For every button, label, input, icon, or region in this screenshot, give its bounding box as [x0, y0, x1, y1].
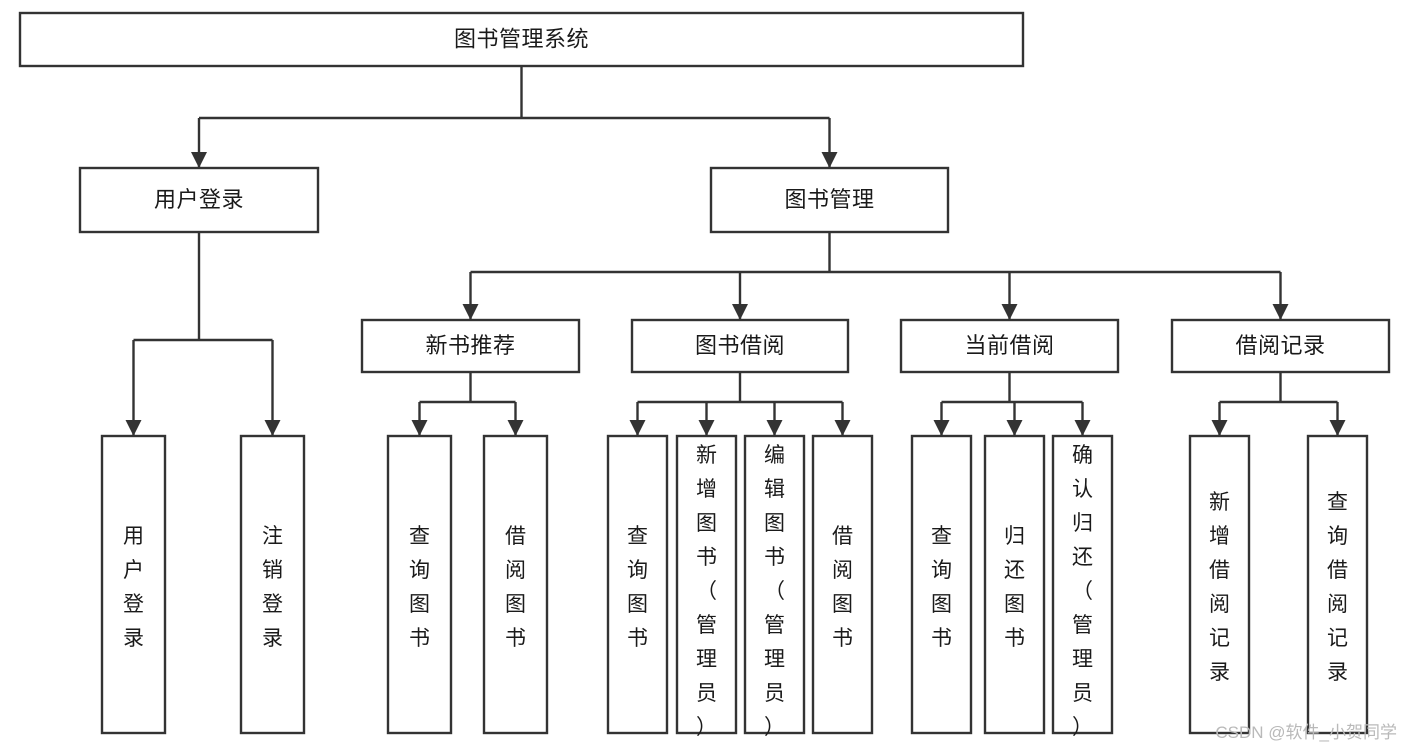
node-box: [983, 434, 1046, 735]
node-box: [100, 434, 167, 735]
arrow-head-icon: [462, 304, 479, 320]
nodes-layer: 图书管理系统用户登录图书管理新书推荐图书借阅当前借阅借阅记录用户登录注销登录查询…: [18, 11, 1391, 739]
node-leaf-add-book[interactable]: 新增图书（管理员）: [675, 434, 738, 739]
arrow-head-icon: [1006, 420, 1023, 436]
arrow-head-icon: [264, 420, 281, 436]
arrow-head-icon: [933, 420, 950, 436]
node-label: 查询图书: [409, 525, 430, 650]
node-leaf-logout[interactable]: 注销登录: [239, 434, 306, 735]
arrow-head-icon: [834, 420, 851, 436]
node-leaf-edit-book[interactable]: 编辑图书（管理员）: [743, 434, 806, 739]
arrow-head-icon: [125, 420, 142, 436]
node-label: 查询图书: [627, 525, 648, 650]
node-label: 确认归还（管理员）: [1072, 444, 1093, 739]
node-box: [239, 434, 306, 735]
node-label: 查询图书: [931, 525, 952, 650]
csdn-watermark: CSDN @软件_小贺同学: [1215, 723, 1397, 742]
node-box: [910, 434, 973, 735]
arrow-head-icon: [698, 420, 715, 436]
node-leaf-user-login[interactable]: 用户登录: [100, 434, 167, 735]
node-label: 归还图书: [1004, 525, 1025, 650]
arrow-head-icon: [732, 304, 748, 320]
arrow-head-icon: [1001, 304, 1018, 320]
node-leaf-query-book-recommend[interactable]: 查询图书: [386, 434, 453, 735]
arrow-head-icon: [629, 420, 646, 436]
node-label: 图书管理: [784, 187, 874, 212]
node-root[interactable]: 图书管理系统: [18, 11, 1025, 68]
node-leaf-borrow-book-recommend[interactable]: 借阅图书: [482, 434, 549, 735]
node-label: 借阅图书: [832, 525, 853, 650]
node-new-book-recommend[interactable]: 新书推荐: [360, 318, 581, 374]
node-label: 借阅记录: [1235, 333, 1325, 358]
node-label: 新书推荐: [425, 333, 515, 358]
arrow-head-icon: [1272, 304, 1289, 320]
node-label: 编辑图书（管理员）: [764, 444, 785, 739]
node-box: [1306, 434, 1369, 735]
node-label: 借阅图书: [505, 525, 526, 650]
arrow-head-icon: [1329, 420, 1346, 436]
arrow-head-icon: [821, 152, 838, 168]
node-leaf-query-book-current[interactable]: 查询图书: [910, 434, 973, 735]
node-leaf-return-book[interactable]: 归还图书: [983, 434, 1046, 735]
connectors-layer: [125, 66, 1346, 436]
node-label: 新增借阅记录: [1209, 491, 1230, 684]
node-box: [606, 434, 669, 735]
node-leaf-confirm-return[interactable]: 确认归还（管理员）: [1051, 434, 1114, 739]
node-box: [709, 166, 950, 234]
node-box: [18, 11, 1025, 68]
arrow-head-icon: [507, 420, 524, 436]
node-box: [811, 434, 874, 735]
node-box: [386, 434, 453, 735]
node-user-login[interactable]: 用户登录: [78, 166, 320, 234]
node-box: [1170, 318, 1391, 374]
node-label: 查询借阅记录: [1327, 491, 1348, 684]
node-box: [1188, 434, 1251, 735]
node-box: [78, 166, 320, 234]
arrow-head-icon: [766, 420, 783, 436]
node-box: [630, 318, 850, 374]
node-current-borrow[interactable]: 当前借阅: [899, 318, 1120, 374]
node-box: [360, 318, 581, 374]
node-box: [1051, 434, 1114, 735]
node-box: [899, 318, 1120, 374]
arrow-head-icon: [1211, 420, 1228, 436]
node-label: 注销登录: [262, 525, 283, 650]
node-box: [482, 434, 549, 735]
node-borrow-record[interactable]: 借阅记录: [1170, 318, 1391, 374]
node-book-borrow[interactable]: 图书借阅: [630, 318, 850, 374]
node-leaf-query-book-borrow[interactable]: 查询图书: [606, 434, 669, 735]
node-leaf-query-record[interactable]: 查询借阅记录: [1306, 434, 1369, 735]
node-label: 图书管理系统: [454, 26, 589, 51]
arrow-head-icon: [411, 420, 428, 436]
node-leaf-borrow-book[interactable]: 借阅图书: [811, 434, 874, 735]
node-box: [743, 434, 806, 735]
node-label: 当前借阅: [964, 333, 1054, 358]
node-leaf-add-record[interactable]: 新增借阅记录: [1188, 434, 1251, 735]
node-label: 用户登录: [123, 525, 144, 650]
node-book-manage[interactable]: 图书管理: [709, 166, 950, 234]
node-box: [675, 434, 738, 735]
arrow-head-icon: [191, 152, 207, 168]
arrow-head-icon: [1074, 420, 1091, 436]
node-label: 新增图书（管理员）: [696, 444, 717, 739]
node-label: 用户登录: [154, 187, 244, 212]
node-label: 图书借阅: [695, 333, 785, 358]
